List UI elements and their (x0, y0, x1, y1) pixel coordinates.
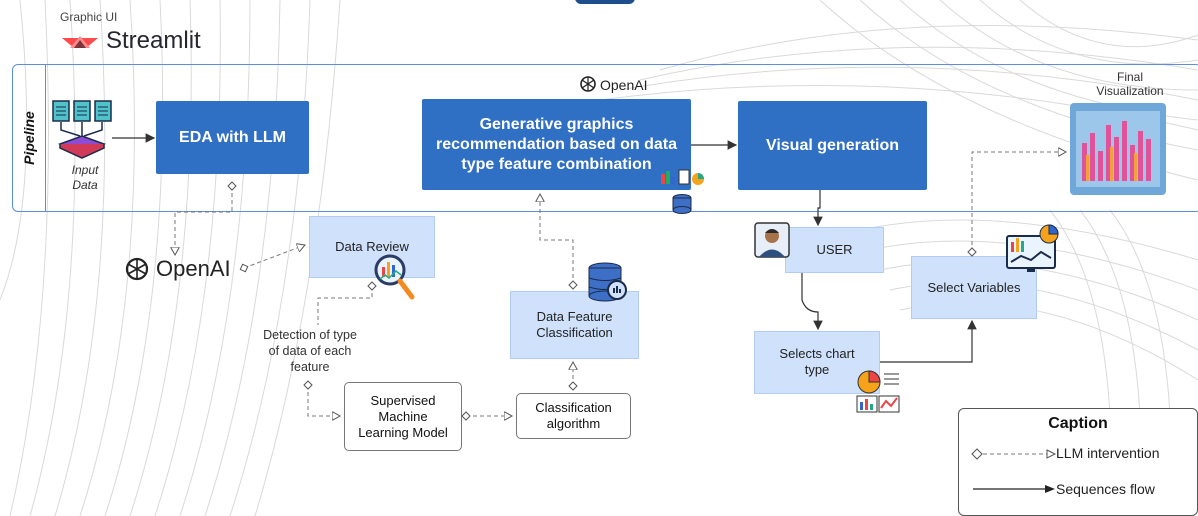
user-avatar-icon (754, 222, 790, 258)
pipeline-label-column (12, 64, 46, 212)
llm-variables-to-final (972, 152, 1066, 252)
llm-openai-to-data-review (244, 245, 305, 268)
classification-algorithm-box: Classification algorithm (516, 393, 631, 439)
llm-intervention-legend-label: LLM intervention (1056, 445, 1160, 461)
flow-visual-to-user (813, 190, 823, 227)
header-dark-shape (575, 0, 635, 4)
database-search-icon (588, 262, 627, 302)
llm-eda-to-openai (175, 186, 232, 255)
streamlit-app-name: Streamlit (106, 27, 201, 54)
llm-feature-to-generative (540, 194, 573, 285)
chart-database-icon (661, 169, 704, 214)
llm-intervention-legend-line (971, 448, 1057, 460)
data-review-box: Data Review (309, 216, 435, 278)
caption-box: Caption LLM intervention Sequences flow (958, 408, 1198, 516)
caption-title: Caption (1048, 415, 1108, 432)
openai-left-label: OpenAI (156, 256, 231, 281)
visual-generation-box: Visual generation (738, 101, 927, 190)
final-visualization-image (1070, 103, 1166, 195)
input-data-icon (52, 100, 112, 159)
user-box: USER (785, 227, 884, 273)
flow-chart-type-to-variables (880, 319, 977, 363)
llm-detection-to-supervised (308, 385, 340, 416)
flow-user-to-chart-type (801, 273, 823, 331)
eda-with-llm-box: EDA with LLM (156, 101, 309, 174)
pipeline-band (12, 64, 1198, 212)
chart-types-icon (856, 370, 900, 413)
openai-logo-icon (580, 76, 596, 92)
llm-data-review-to-detection (317, 281, 377, 325)
input-data-label: Input Data (71, 163, 99, 192)
graphic-ui-label: Graphic UI (60, 10, 118, 24)
sequences-flow-legend-label: Sequences flow (1056, 481, 1155, 497)
magnifier-chart-icon (374, 254, 415, 300)
data-feature-classification-box: Data Feature Classification (510, 291, 639, 359)
final-visualization-label: Final Visualization (1096, 70, 1164, 98)
sequences-flow-legend-line (973, 485, 1055, 493)
streamlit-logo-icon (62, 36, 98, 48)
openai-left-logo-icon (125, 257, 149, 281)
openai-top-label: OpenAI (600, 77, 648, 93)
generative-recommendation-box: Generative graphics recommendation based… (422, 99, 691, 190)
detection-note: Detection of type of data of each featur… (263, 328, 357, 374)
